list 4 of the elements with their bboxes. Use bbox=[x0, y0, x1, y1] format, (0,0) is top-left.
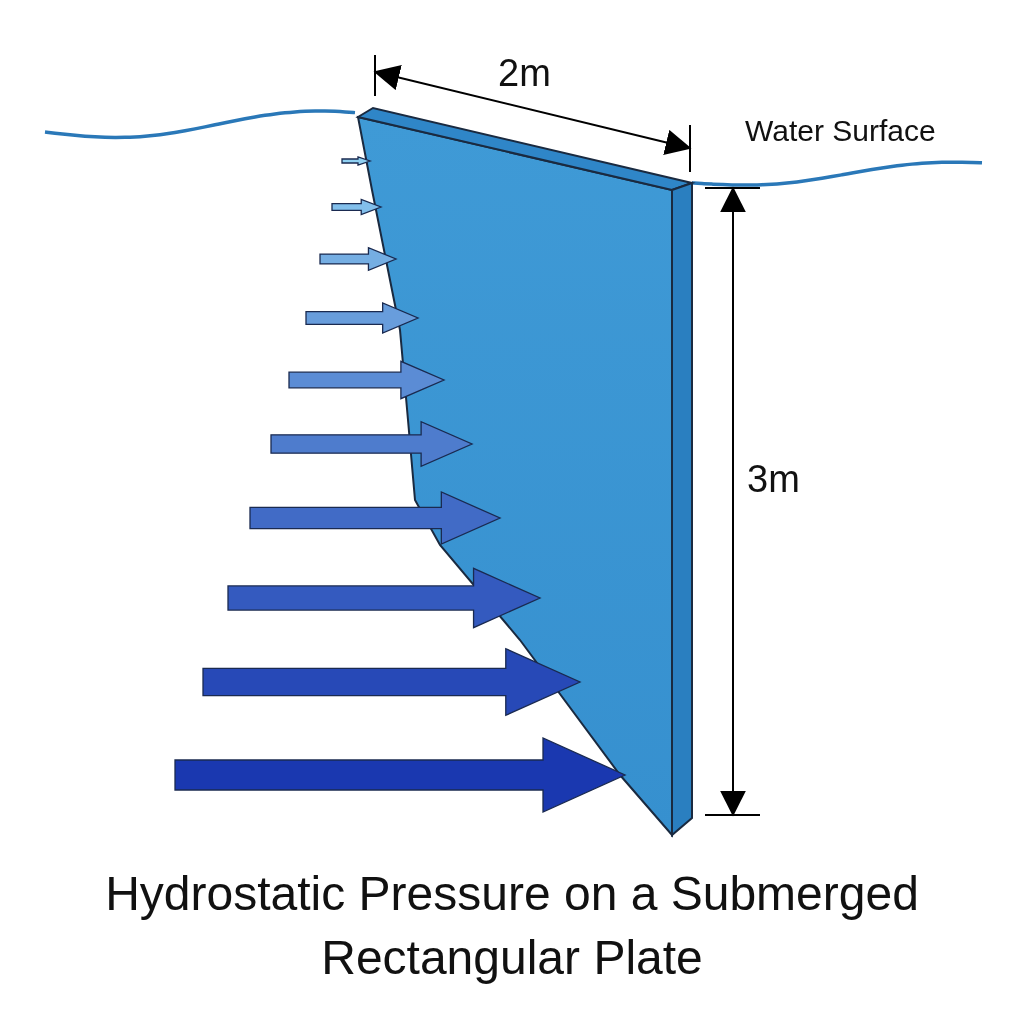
dimension-label: 3m bbox=[747, 458, 800, 501]
diagram-title: Hydrostatic Pressure on a Submerged Rectangular Plate bbox=[104, 866, 920, 986]
water-surface-label: Water Surface bbox=[745, 114, 936, 148]
dimension-label: 2m bbox=[498, 52, 551, 95]
